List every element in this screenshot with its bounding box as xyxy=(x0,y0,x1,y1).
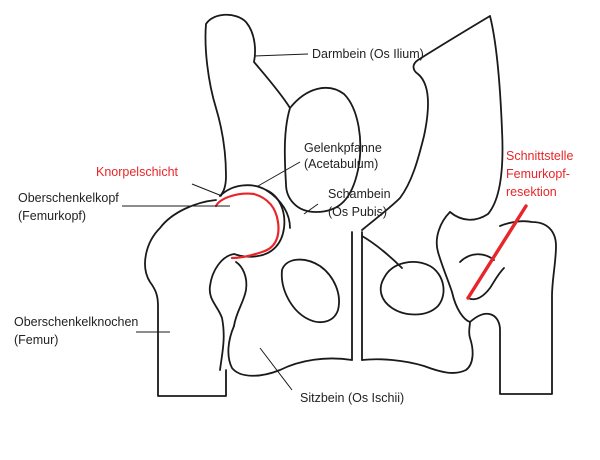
left-ischium xyxy=(227,325,353,377)
label-ilium: Darmbein (Os Ilium) xyxy=(312,47,424,61)
label-femoral-head-name: Oberschenkelkopf xyxy=(18,191,119,205)
leader-ischium xyxy=(259,347,293,391)
label-femur-latin: (Femur) xyxy=(14,333,58,347)
label-cut-line-3: resektion xyxy=(506,185,557,199)
label-femoral-head-latin: (Femurkopf) xyxy=(18,209,86,223)
right-obturator-foramen xyxy=(379,261,445,316)
right-pelvis-outline xyxy=(361,15,504,231)
label-cut-line-2: Femurkopf- xyxy=(506,167,570,181)
label-ischium: Sitzbein (Os Ischii) xyxy=(300,391,404,405)
label-femur-name: Oberschenkelknochen xyxy=(14,315,138,329)
label-acetabulum-name: Gelenkpfanne xyxy=(304,141,382,155)
label-cartilage: Knorpelschicht xyxy=(96,165,179,179)
cartilage-layer xyxy=(214,192,280,260)
resection-cut-line xyxy=(466,204,528,300)
leader-acetabulum xyxy=(257,161,301,187)
right-pubis-edge xyxy=(361,235,403,269)
right-ischium xyxy=(361,321,474,374)
acetabulum-rim xyxy=(219,184,291,229)
label-acetabulum-latin: (Acetabulum) xyxy=(304,157,378,171)
label-pubis-latin: (Os Pubis) xyxy=(328,205,387,219)
leader-pubis xyxy=(303,203,319,215)
left-pelvis-outline xyxy=(204,13,362,213)
label-cut-line-1: Schnittstelle xyxy=(506,149,573,163)
left-femur-shaft-edge xyxy=(233,261,248,327)
right-femur xyxy=(435,211,557,395)
pubic-symphysis xyxy=(351,231,363,361)
label-pubis-name: Schambein xyxy=(328,187,391,201)
leader-cartilage xyxy=(191,183,223,197)
leader-ilium xyxy=(253,53,309,57)
left-femur xyxy=(144,189,286,397)
left-obturator-foramen xyxy=(280,258,340,324)
